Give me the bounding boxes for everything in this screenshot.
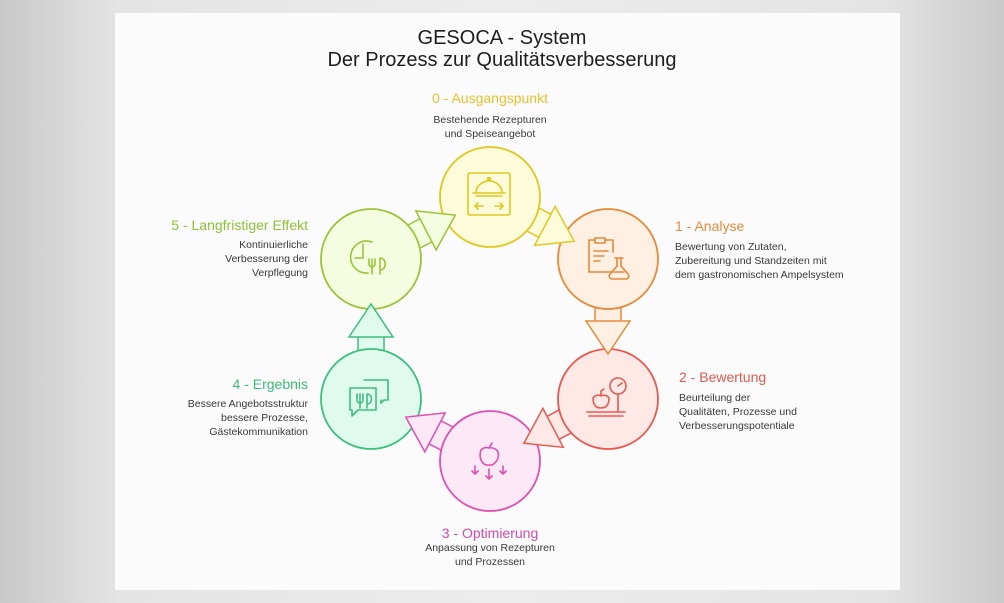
step-0-title: 0 - Ausgangspunkt — [432, 90, 548, 106]
circles — [320, 146, 659, 512]
step-5-title: 5 - Langfristiger Effekt — [171, 217, 308, 233]
apple-scale-icon — [586, 377, 627, 417]
step-3-node — [439, 410, 541, 512]
step-5-desc-2: Verbesserung der — [225, 253, 308, 265]
step-5-desc-3: Verpflegung — [251, 267, 308, 279]
arrow-head-2 — [522, 406, 565, 449]
arrow-heads — [347, 204, 632, 454]
step-2-desc-2: Qualitäten, Prozesse und — [679, 406, 797, 418]
step-0-node — [439, 146, 541, 248]
step-5-circle — [320, 208, 422, 310]
step-4-desc-2: bessere Prozesse, — [221, 412, 308, 424]
step-4-desc-3: Gästekommunikation — [209, 426, 308, 438]
step-0-desc-2: und Speiseangebot — [444, 128, 536, 140]
arrow-head-4 — [347, 302, 395, 338]
step-3-title: 3 - Optimierung — [441, 525, 539, 541]
step-4-title: 4 - Ergebnis — [232, 376, 308, 392]
step-2-node — [557, 348, 659, 450]
step-3-desc-2: und Prozessen — [454, 556, 526, 568]
step-2-circle — [557, 348, 659, 450]
step-1-node — [557, 208, 659, 310]
step-3-circle — [439, 410, 541, 512]
step-5-node — [320, 208, 422, 310]
step-1-circle — [557, 208, 659, 310]
clipboard-flask-icon — [588, 237, 630, 280]
step-5-desc-1: Kontinuierliche — [239, 239, 308, 251]
step-2-desc-3: Verbesserungspotentiale — [679, 420, 795, 432]
diagram-title: GESOCA - System — [417, 27, 587, 49]
step-4-desc-1: Bessere Angebotsstruktur — [187, 398, 308, 410]
step-2-desc-1: Beurteilung der — [679, 392, 751, 404]
diagram-subtitle: Der Prozess zur Qualitätsverbesserung — [327, 49, 677, 71]
step-1-title: 1 - Analyse — [675, 218, 745, 234]
step-4-node — [320, 348, 422, 450]
chat-cutlery-icon — [349, 379, 389, 417]
arrow-head-0 — [533, 204, 576, 247]
step-2-title: 2 - Bewertung — [679, 369, 767, 385]
clock-cutlery-icon — [349, 240, 387, 275]
arrow-head-3 — [404, 411, 447, 454]
step-1-desc-3: dem gastronomischen Ampelsystem — [675, 269, 844, 281]
step-3-desc-1: Anpassung von Rezepturen — [425, 542, 555, 554]
step-0-desc-1: Bestehende Rezepturen — [433, 114, 547, 126]
step-0-circle — [439, 146, 541, 248]
apple-arrows-down-icon — [471, 442, 507, 480]
serving-cloche-icon — [467, 172, 511, 216]
arrow-head-1 — [584, 320, 632, 356]
step-1-desc-1: Bewertung von Zutaten, — [675, 241, 787, 253]
step-1-desc-2: Zubereitung und Standzeiten mit — [675, 255, 827, 267]
arrow-head-5 — [414, 209, 457, 252]
